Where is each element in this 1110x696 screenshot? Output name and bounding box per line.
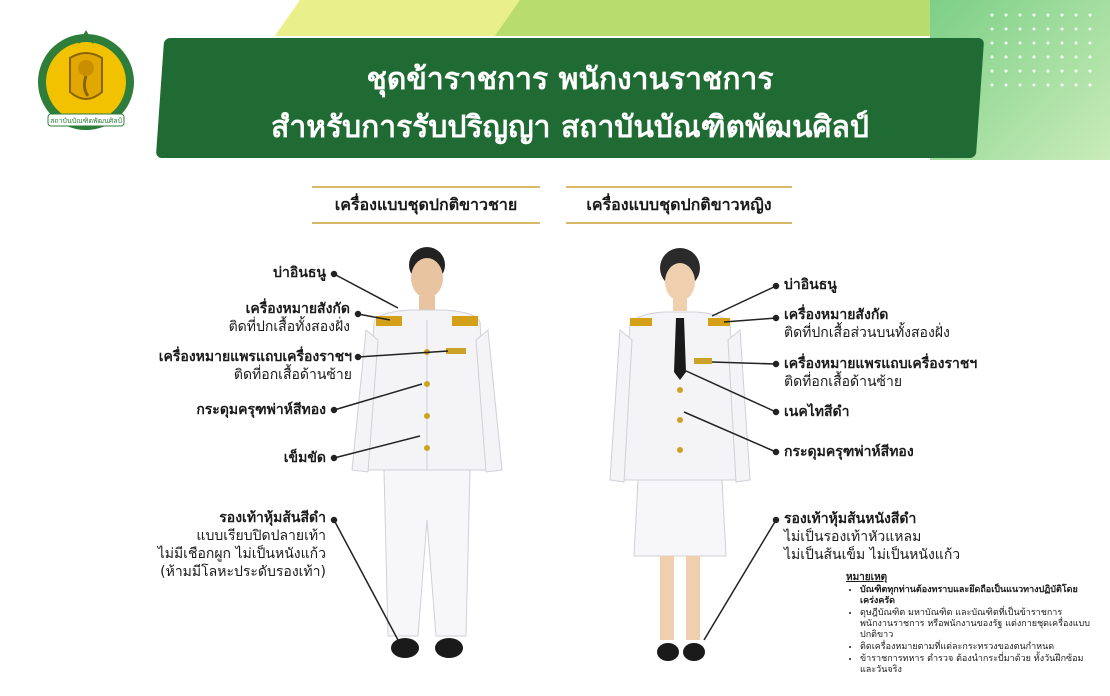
notes-box: หมายเหตุ บัณฑิตทุกท่านต้องทราบและยึดถือเ…: [846, 572, 1096, 677]
male-ribbon-title: เครื่องหมายแพรแถบเครื่องราชฯ: [158, 349, 352, 365]
female-insignia-desc: ติดที่ปกเสื้อส่วนบนทั้งสองฝั่ง: [784, 325, 950, 341]
decor-dot-grid: [985, 8, 1095, 88]
female-label-insignia: เครื่องหมายสังกัด ติดที่ปกเสื้อส่วนบนทั้…: [784, 306, 1024, 342]
notes-title: หมายเหตุ: [846, 572, 888, 583]
page-title-line2: สำหรับการรับปริญญา สถาบันบัณฑิตพัฒนศิลป์: [271, 110, 869, 145]
male-shoes-desc2: ไม่มีเชือกผูก ไม่เป็นหนังแก้ว: [157, 546, 326, 562]
page-title-line1: ชุดข้าราชการ พนักงานราชการ: [366, 62, 774, 97]
male-label-insignia: เครื่องหมายสังกัด ติดที่ปกเสื้อทั้งสองฝั…: [150, 300, 350, 336]
female-label-epaulette: บ่าอินธนู: [784, 277, 837, 293]
male-insignia-desc: ติดที่ปกเสื้อทั้งสองฝั่ง: [228, 319, 350, 335]
female-label-necktie: เนคไทสีดำ: [784, 404, 850, 420]
male-label-ribbon: เครื่องหมายแพรแถบเครื่องราชฯ ติดที่อกเสื…: [100, 348, 352, 384]
female-label-shoes: รองเท้าหุ้มส้นหนังสีดำ ไม่เป็นรองเท้าหัว…: [784, 510, 1024, 564]
female-ribbon-desc: ติดที่อกเสื้อด้านซ้าย: [784, 374, 903, 390]
heading-male-uniform: เครื่องแบบชุดปกติขาวชาย: [312, 186, 540, 224]
notes-list: บัณฑิตทุกท่านต้องทราบและยึดถือเป็นแนวทาง…: [846, 585, 1096, 676]
male-shoes-desc1: แบบเรียบปิดปลายเท้า: [196, 528, 326, 544]
logo-text: สถาบันบัณฑิตพัฒนศิลป์: [50, 117, 122, 125]
male-figure-icon: [351, 247, 503, 658]
female-shoes-desc2: ไม่เป็นส้นเข็ม ไม่เป็นหนังแก้ว: [784, 547, 961, 563]
female-ribbon-title: เครื่องหมายแพรแถบเครื่องราชฯ: [784, 356, 978, 372]
notes-item: บัณฑิตทุกท่านต้องทราบและยึดถือเป็นแนวทาง…: [860, 585, 1096, 607]
female-figure-icon: [609, 248, 751, 661]
notes-item: ติดเครื่องหมายตามที่แต่ละกระทรวงของตนกำห…: [860, 642, 1096, 653]
ganesha-seal-icon: สถาบันบัณฑิตพัฒนศิลป์: [38, 30, 134, 130]
male-label-belt: เข็มขัด: [283, 450, 326, 466]
notes-item: ดุษฎีบัณฑิต มหาบัณฑิต และบัณฑิตที่เป็นข้…: [860, 608, 1096, 641]
male-shoes-desc3: (ห้ามมีโลหะประดับรองเท้า): [160, 564, 326, 580]
female-shoes-title: รองเท้าหุ้มส้นหนังสีดำ: [784, 511, 917, 527]
female-label-ribbon: เครื่องหมายแพรแถบเครื่องราชฯ ติดที่อกเสื…: [784, 355, 1044, 391]
notes-item: ข้าราชการทหาร ตำรวจ ต้องนำกระบี่มาด้วย ท…: [860, 654, 1096, 676]
male-ribbon-desc: ติดที่อกเสื้อด้านซ้าย: [233, 367, 352, 383]
male-label-epaulette: บ่าอินธนู: [273, 265, 326, 281]
male-label-buttons: กระดุมครุฑพ่าห์สีทอง: [196, 402, 326, 418]
male-shoes-title: รองเท้าหุ้มส้นสีดำ: [219, 510, 326, 526]
female-insignia-title: เครื่องหมายสังกัด: [784, 307, 889, 323]
female-label-buttons: กระดุมครุฑพ่าห์สีทอง: [784, 444, 914, 460]
female-shoes-desc1: ไม่เป็นรองเท้าหัวแหลม: [784, 529, 922, 545]
male-insignia-title: เครื่องหมายสังกัด: [245, 301, 350, 317]
male-label-shoes: รองเท้าหุ้มส้นสีดำ แบบเรียบปิดปลายเท้า ไ…: [130, 509, 326, 581]
heading-female-uniform: เครื่องแบบชุดปกติขาวหญิง: [566, 186, 792, 224]
